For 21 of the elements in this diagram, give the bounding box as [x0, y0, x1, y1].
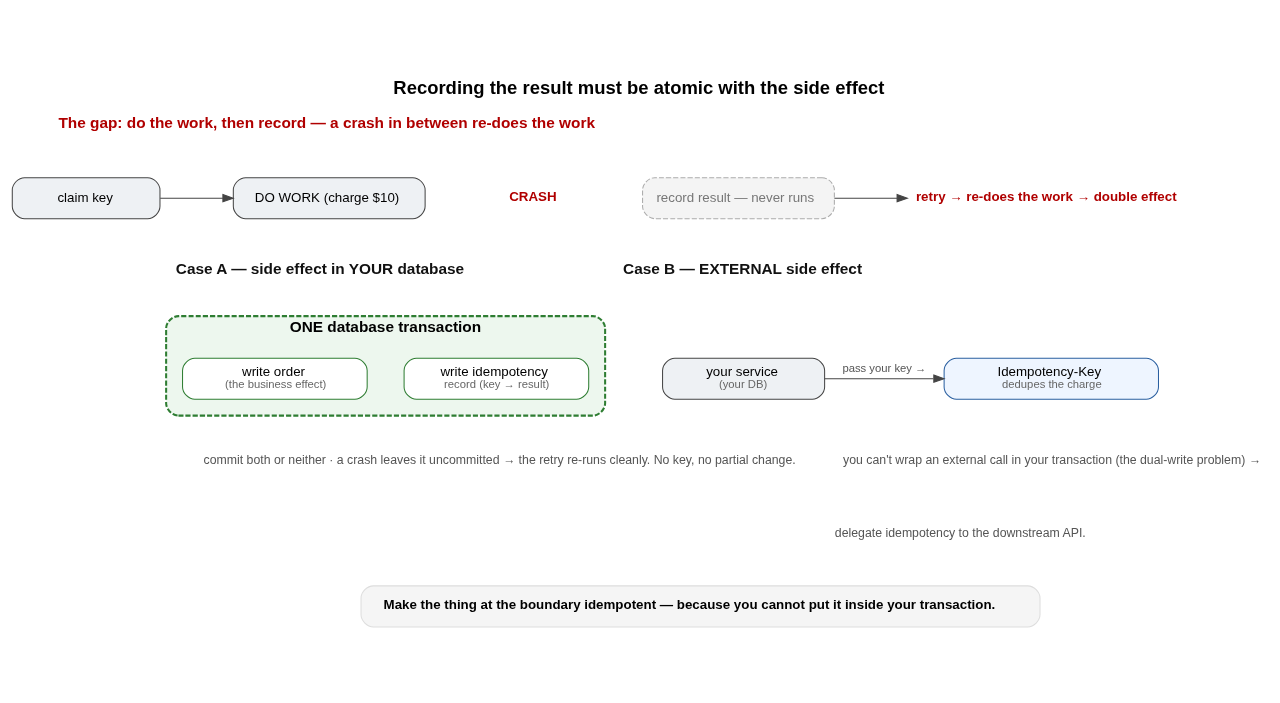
label: CRASH: [509, 188, 557, 204]
label: you can't wrap an external call in your transaction (the dual-write problem) →: [843, 452, 1261, 467]
node-box: claim key: [11, 177, 161, 220]
label: Case A — side effect in YOUR database: [175, 259, 465, 277]
arrow: [824, 374, 946, 383]
label: Case B — EXTERNAL side effect: [623, 259, 863, 277]
node-box: write idempotency record (key → result): [403, 357, 590, 400]
node-box: Idempotency-Key dedupes the charge: [943, 357, 1159, 400]
arrow: [159, 193, 235, 203]
label: delegate idempotency to the downstream API.: [834, 525, 1086, 540]
arrow: [833, 193, 909, 203]
node-box: DO WORK (charge $10): [232, 177, 426, 220]
node-box: record result — never runs: [642, 177, 835, 220]
edge-label: pass your key →: [842, 362, 927, 375]
diagram-title: Recording the result must be atomic with the side effect: [393, 76, 885, 98]
node-box: write order (the business effect): [182, 357, 368, 400]
node-text: retry → re-does the work → double effect: [915, 188, 1177, 204]
node-box: Make the thing at the boundary idempotent — because you cannot put it inside your transaction.: [360, 585, 1041, 628]
node-box: your service (your DB): [662, 357, 826, 400]
label: The gap: do the work, then record — a crash in between re-does the work: [58, 113, 595, 131]
label: commit both or neither · a crash leaves it uncommitted → the retry re-runs cleanly. No key, no partial change.: [203, 452, 796, 467]
